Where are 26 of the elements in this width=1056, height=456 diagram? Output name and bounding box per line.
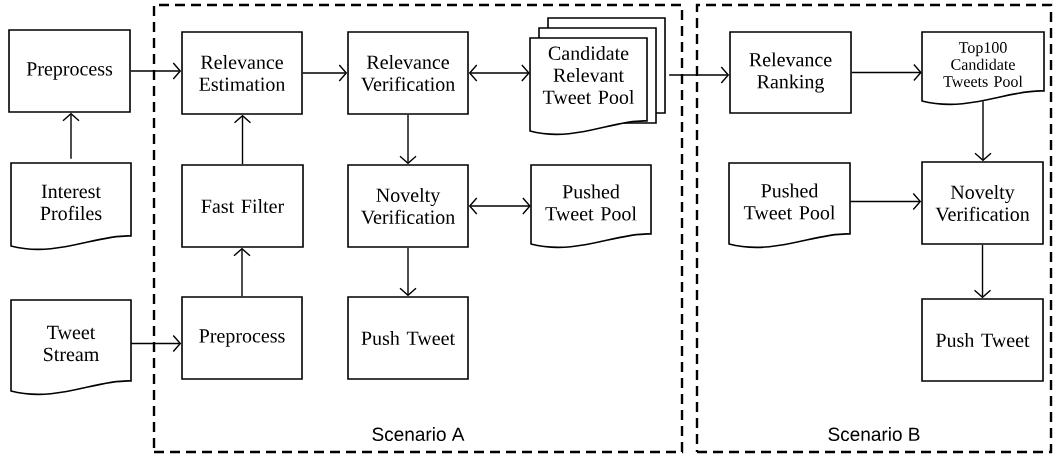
arrow [130, 334, 182, 353]
process-box: Relevance Estimation [181, 31, 303, 115]
process-box: Push Tweet [347, 296, 469, 380]
process-box: Novelty Verification [921, 161, 1044, 245]
arrow [851, 63, 922, 82]
arrow [974, 100, 992, 162]
arrow [468, 197, 531, 215]
arrow [668, 66, 730, 84]
process-box: Preprocess [181, 296, 303, 380]
document-stack: Candidate Relevant Tweet Pool [529, 17, 666, 136]
arrow [302, 64, 348, 82]
arrow [233, 247, 251, 297]
arrow [62, 112, 80, 160]
process-box: Preprocess [8, 29, 131, 113]
process-box: Push Tweet [921, 298, 1044, 382]
process-box: Relevance Verification [347, 31, 469, 115]
arrow [399, 247, 417, 297]
arrow [130, 62, 182, 80]
arrow [849, 192, 922, 211]
process-box: Fast Filter [181, 164, 304, 248]
arrow [399, 114, 417, 165]
arrow [233, 114, 252, 165]
process-box: Relevance Ranking [729, 31, 852, 114]
arrow [468, 64, 530, 82]
arrow [973, 244, 992, 299]
process-box: Novelty Verification [347, 164, 469, 248]
